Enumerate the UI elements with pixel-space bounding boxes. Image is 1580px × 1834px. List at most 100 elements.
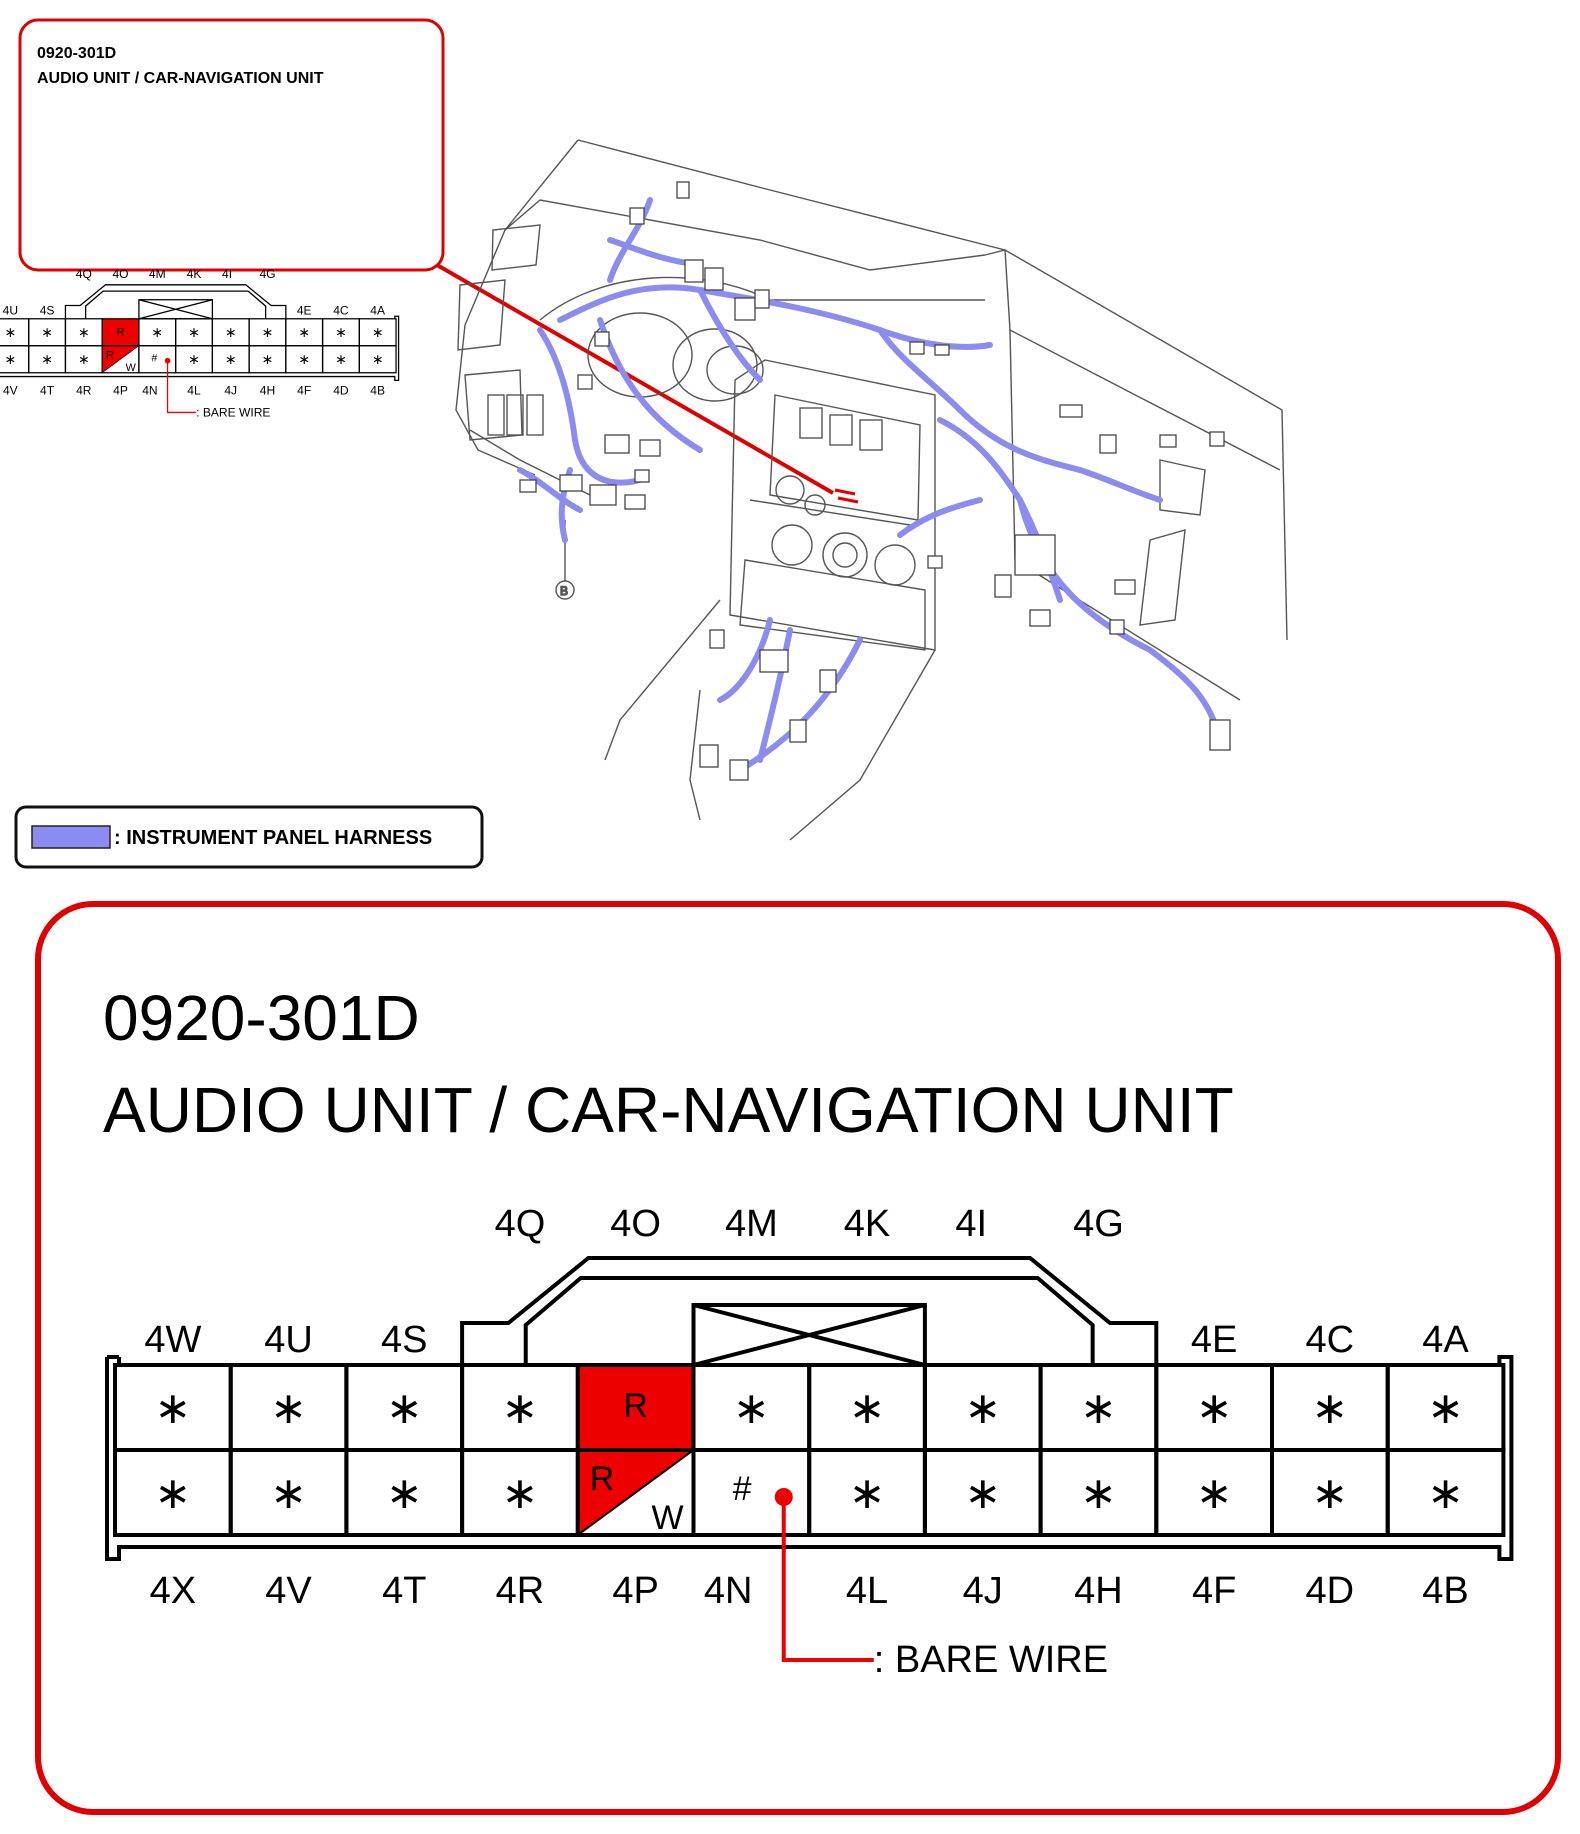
pin-cell-bottom: ∗ [1385, 1448, 1506, 1537]
pin-label-bottom: 4V [265, 1570, 312, 1612]
pin-text: # [733, 1470, 752, 1508]
pin-wire-color: R [590, 1460, 615, 1498]
inset-connector-key-inner [85, 290, 267, 319]
pin-label-bottom: 4D [1306, 1570, 1355, 1612]
inset-pin-label-key: 4M [149, 267, 166, 281]
center-stack [729, 359, 936, 651]
inset-pin-symbol: ∗ [372, 324, 384, 340]
legend-box: : INSTRUMENT PANEL HARNESS [14, 805, 484, 869]
inset-pin-cell-bottom: ∗ [321, 345, 360, 374]
pin-label-bottom: 4R [496, 1570, 545, 1612]
pin-label-key: 4I [955, 1203, 987, 1245]
legend-label: : INSTRUMENT PANEL HARNESS [114, 827, 432, 849]
pin-symbol: ∗ [849, 1384, 886, 1433]
inset-pin-label-bottom: 4H [260, 383, 275, 397]
inset-pin-cell-bottom: ∗ [248, 345, 287, 374]
inset-pin-label-top: 4U [3, 304, 18, 318]
inset-pin-symbol: ∗ [188, 351, 200, 367]
inset-pin-cell-bottom: ∗ [175, 345, 214, 374]
inset-pin-cell-bottom: ∗ [358, 345, 397, 374]
main-connector-panel: 0920-301D AUDIO UNIT / CAR-NAVIGATION UN… [35, 901, 1561, 1815]
pin-symbol: ∗ [1196, 1469, 1233, 1518]
inset-connector-key-outer [64, 284, 287, 319]
inset-pin-text: # [151, 353, 157, 365]
pin-fill [577, 1365, 694, 1450]
inset-pin-cell-top: ∗ [0, 318, 30, 347]
pin-cell-top: ∗ [1270, 1363, 1390, 1452]
pin-label-bottom: 4P [612, 1570, 658, 1612]
pin-symbol: ∗ [733, 1384, 770, 1433]
pin-label-top: 4W [144, 1319, 201, 1361]
inset-pin-symbol: ∗ [151, 324, 163, 340]
pin-label-key: 4K [844, 1203, 890, 1245]
inset-pin-cell-top: ∗ [358, 318, 397, 347]
pin-symbol: ∗ [386, 1384, 423, 1433]
pin-label-bottom: 4X [150, 1570, 196, 1612]
inset-pin-label-key: 4I [222, 267, 232, 281]
bare-wire-leader [781, 1497, 874, 1662]
inset-bare-wire-leader [166, 360, 197, 414]
pin-label-bottom: 4B [1422, 1570, 1468, 1612]
pin-symbol: ∗ [964, 1469, 1001, 1518]
inset-pin-symbol: ∗ [335, 324, 347, 340]
pin-cell-top: R [575, 1363, 696, 1452]
inset-pin-label-bottom: 4B [370, 383, 385, 397]
inset-pin-cell-bottom: ∗ [28, 345, 67, 374]
pin-cell-top: ∗ [1038, 1363, 1159, 1452]
inset-connector-diagram: ∗∗∗∗R∗∗∗∗∗∗∗∗∗∗∗RW#∗∗∗∗∗∗4W4U4S4E4C4A4Q4… [0, 267, 400, 419]
connector-key-inner [523, 1276, 1095, 1365]
inset-pin-cell-bottom: ∗ [211, 345, 250, 374]
ground-marker-label: B [560, 584, 568, 598]
inset-housing-outline [0, 315, 400, 382]
inset-pin-symbol: ∗ [225, 324, 237, 340]
inset-pin-label-key: 4Q [76, 267, 92, 281]
pin-symbol: ∗ [502, 1469, 539, 1518]
pin-symbol: ∗ [1311, 1384, 1348, 1433]
inset-pin-cell-top: ∗ [28, 318, 67, 347]
inset-pin-cell-top: ∗ [175, 318, 214, 347]
knob-center [822, 532, 868, 578]
inset-pin-cell-bottom: ∗ [0, 345, 30, 374]
pin-symbol: ∗ [386, 1469, 423, 1518]
inset-pin-symbol: ∗ [262, 324, 274, 340]
pin-cell-bottom: RW [575, 1448, 696, 1537]
pin-symbol: ∗ [154, 1469, 191, 1518]
pin-symbol: ∗ [964, 1384, 1001, 1433]
knob-right [874, 544, 916, 586]
audio-unit-marker [834, 488, 856, 496]
inset-pin-symbol: ∗ [262, 351, 274, 367]
inset-pin-cell-bottom: RW [101, 345, 140, 374]
pin-cell-bottom: ∗ [113, 1448, 233, 1537]
inset-pin-cell-top: ∗ [138, 318, 177, 347]
inset-bare-wire-label: : BARE WIRE [196, 405, 270, 419]
dash-left-edge [455, 139, 579, 476]
inset-pin-label-key: 4G [259, 267, 275, 281]
pin-symbol: ∗ [1427, 1469, 1464, 1518]
housing-outline [105, 1355, 1514, 1561]
inset-pin-cell-top: ∗ [285, 318, 324, 347]
inset-pin-symbol: ∗ [78, 351, 90, 367]
pin-symbol: ∗ [270, 1384, 307, 1433]
inset-connector-code: 0920-301D [37, 45, 116, 62]
pin-label-key: 4M [725, 1203, 778, 1245]
inset-pin-text: R [117, 326, 125, 338]
knob-left [771, 524, 813, 566]
pin-symbol: ∗ [1311, 1469, 1348, 1518]
inset-pin-label-top: 4S [40, 304, 55, 318]
inset-pin-symbol: ∗ [225, 351, 237, 367]
inset-pin-cell-bottom: # [138, 345, 177, 374]
pin-symbol: ∗ [154, 1384, 191, 1433]
connector-key-outer [460, 1256, 1159, 1365]
inset-pin-cell-top: ∗ [64, 318, 103, 347]
pin-symbol: ∗ [1080, 1469, 1117, 1518]
inset-pin-label-bottom: 4D [333, 383, 349, 397]
pin-label-bottom: 4H [1074, 1570, 1123, 1612]
inset-connector-title: AUDIO UNIT / CAR-NAVIGATION UNIT [37, 70, 324, 87]
inset-pin-label-bottom: 4N [142, 383, 157, 397]
inset-pin-label-top: 4A [370, 304, 386, 318]
connector-code: 0920-301D [103, 982, 420, 1054]
inset-pin-cell-top: ∗ [211, 318, 250, 347]
inset-pin-cell-top: R [101, 318, 140, 347]
inset-pin-label-bottom: 4F [297, 383, 311, 397]
inset-pin-label-bottom: 4J [224, 383, 237, 397]
